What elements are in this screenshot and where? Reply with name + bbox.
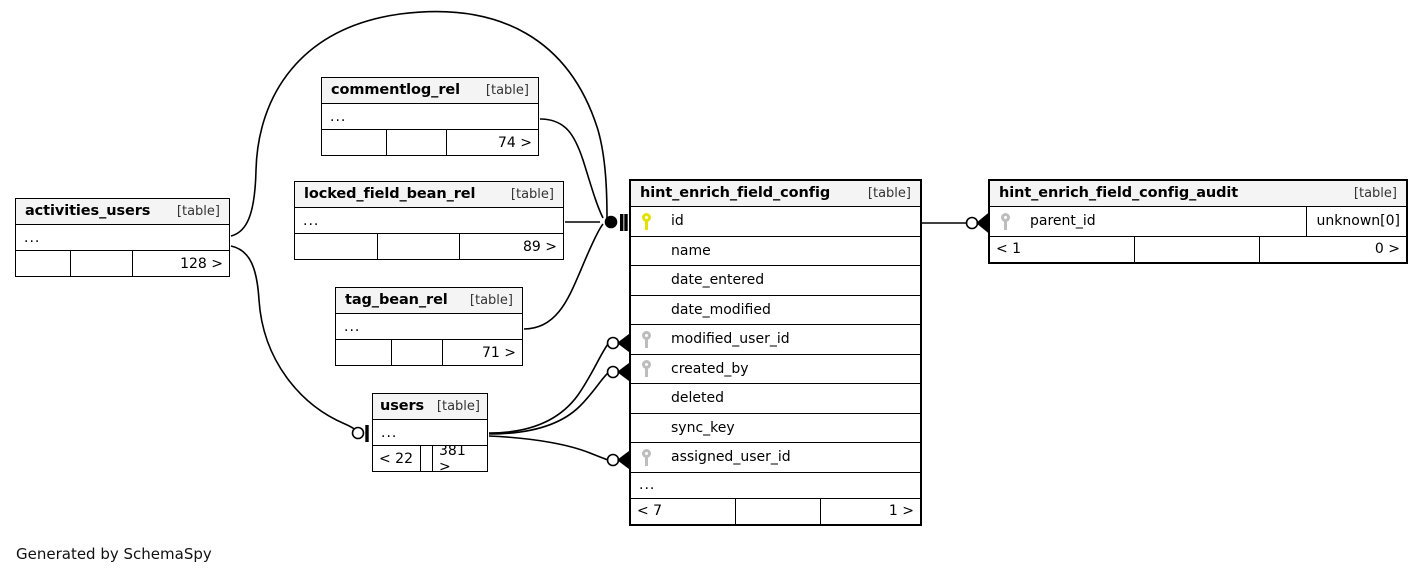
table-tag-users: [table] xyxy=(436,398,480,414)
marker-crowsfoot-audit-parent-id xyxy=(976,212,989,234)
table-header-users: users [table] xyxy=(373,394,487,420)
column-row-modified-user-id[interactable]: modified_user_id xyxy=(631,325,920,355)
marker-circle-audit-parent-id xyxy=(965,216,979,230)
table-tag-hint-enrich-field-config: [table] xyxy=(867,185,911,201)
column-row-id[interactable]: id xyxy=(631,207,920,237)
table-header-hint-enrich-field-config-audit: hint_enrich_field_config_audit [table] xyxy=(990,181,1406,207)
footer-center-tag-bean-rel xyxy=(392,340,443,365)
table-footer-activities-users: 128 > xyxy=(16,251,229,276)
column-name-assigned-user-id: assigned_user_id xyxy=(671,449,791,466)
column-name-date-modified: date_modified xyxy=(671,301,771,318)
footer-center-users xyxy=(421,446,433,471)
table-tag-hint-enrich-field-config-audit: [table] xyxy=(1353,185,1397,201)
column-name-created-by: created_by xyxy=(671,360,749,377)
table-node-users[interactable]: users [table] ... < 22 381 > xyxy=(372,393,488,472)
table-ellipsis-row-users: ... xyxy=(373,420,487,446)
marker-circle-hint-id xyxy=(604,215,618,229)
table-ellipsis-row-locked-field-bean-rel: ... xyxy=(295,208,563,234)
table-tag-activities-users: [table] xyxy=(176,203,220,219)
column-row-deleted[interactable]: deleted xyxy=(631,384,920,414)
column-name-deleted: deleted xyxy=(671,390,724,407)
table-ellipsis-row-activities-users: ... xyxy=(16,225,229,251)
column-type-parent-id: unknown[0] xyxy=(1306,207,1406,236)
table-node-activities-users[interactable]: activities_users [table] ... 128 > xyxy=(15,198,230,277)
column-row-assigned-user-id[interactable]: assigned_user_id xyxy=(631,443,920,473)
table-ellipsis-row-commentlog-rel: ... xyxy=(322,104,538,130)
edge-users-to-assigned-user-id xyxy=(488,435,609,461)
primary-key-icon xyxy=(631,212,661,230)
table-node-locked-field-bean-rel[interactable]: locked_field_bean_rel [table] ... 89 > xyxy=(294,181,564,260)
footer-center-locked-field-bean-rel xyxy=(378,234,460,259)
table-footer-commentlog-rel: 74 > xyxy=(322,130,538,155)
footer-right-tag-bean-rel: 71 > xyxy=(482,344,516,361)
footer-right-commentlog-rel: 74 > xyxy=(498,134,532,151)
table-title-commentlog-rel: commentlog_rel xyxy=(331,82,460,98)
table-title-users: users xyxy=(380,398,425,414)
footer-center-activities-users xyxy=(71,251,133,276)
column-row-name[interactable]: name xyxy=(631,236,920,266)
table-header-tag-bean-rel: tag_bean_rel [table] xyxy=(336,288,522,314)
column-row-sync-key[interactable]: sync_key xyxy=(631,413,920,443)
table-node-hint-enrich-field-config[interactable]: hint_enrich_field_config [table] id name… xyxy=(629,179,922,526)
footer-left-activities-users xyxy=(16,251,71,276)
foreign-key-icon-assigned-user-id xyxy=(631,448,661,466)
marker-bar-hint-id xyxy=(620,214,624,231)
footer-center-hint-enrich-field-config-audit xyxy=(1135,236,1260,262)
table-header-activities-users: activities_users [table] xyxy=(16,199,229,225)
footer-center-commentlog-rel xyxy=(387,130,447,155)
table-tag-locked-field-bean-rel: [table] xyxy=(510,186,554,202)
table-ellipsis-row-hint-enrich-field-config: ... xyxy=(631,472,920,499)
column-row-parent-id[interactable]: parent_id unknown[0] xyxy=(990,207,1406,237)
table-title-hint-enrich-field-config: hint_enrich_field_config xyxy=(640,185,831,201)
marker-circle-created-by xyxy=(606,365,620,379)
foreign-key-icon-parent-id xyxy=(990,212,1020,230)
table-footer-tag-bean-rel: 71 > xyxy=(336,340,522,365)
foreign-key-icon-created-by xyxy=(631,360,661,378)
marker-circle-modified-user-id xyxy=(606,336,620,350)
table-header-commentlog-rel: commentlog_rel [table] xyxy=(322,78,538,104)
footer-right-hint-enrich-field-config-audit: 0 > xyxy=(1374,241,1400,257)
table-footer-hint-enrich-field-config-audit: < 1 0 > xyxy=(990,236,1406,262)
generated-by-credit: Generated by SchemaSpy xyxy=(16,545,212,563)
footer-right-users: 381 > xyxy=(439,446,466,471)
table-title-hint-enrich-field-config-audit: hint_enrich_field_config_audit xyxy=(999,185,1239,201)
edge-users-to-created-by xyxy=(488,372,609,435)
column-name-name: name xyxy=(671,242,711,259)
table-ellipsis-row-tag-bean-rel: ... xyxy=(336,314,522,340)
footer-left-commentlog-rel xyxy=(322,130,387,155)
footer-right-locked-field-bean-rel: 89 > xyxy=(523,238,557,255)
marker-circle-assigned-user-id xyxy=(606,453,620,467)
table-title-tag-bean-rel: tag_bean_rel xyxy=(345,292,448,308)
footer-right-activities-users: 128 > xyxy=(180,255,223,272)
column-row-date-entered[interactable]: date_entered xyxy=(631,266,920,296)
column-name-sync-key: sync_key xyxy=(671,419,735,436)
column-name-id: id xyxy=(671,213,684,230)
table-footer-hint-enrich-field-config: < 7 1 > xyxy=(631,498,920,524)
footer-left-hint-enrich-field-config: < 7 xyxy=(631,498,736,524)
foreign-key-icon-modified-user-id xyxy=(631,330,661,348)
table-header-locked-field-bean-rel: locked_field_bean_rel [table] xyxy=(295,182,563,208)
table-title-activities-users: activities_users xyxy=(25,203,151,219)
table-tag-commentlog-rel: [table] xyxy=(485,82,529,98)
table-node-tag-bean-rel[interactable]: tag_bean_rel [table] ... 71 > xyxy=(335,287,523,366)
column-name-modified-user-id: modified_user_id xyxy=(671,331,790,348)
footer-center-hint-enrich-field-config xyxy=(736,498,821,524)
column-row-date-modified[interactable]: date_modified xyxy=(631,295,920,325)
footer-left-hint-enrich-field-config-audit: < 1 xyxy=(990,236,1135,262)
footer-left-locked-field-bean-rel xyxy=(295,234,378,259)
column-name-date-entered: date_entered xyxy=(671,272,765,289)
footer-right-hint-enrich-field-config: 1 > xyxy=(888,503,914,519)
table-node-commentlog-rel[interactable]: commentlog_rel [table] ... 74 > xyxy=(321,77,539,156)
column-name-parent-id: parent_id xyxy=(1030,213,1096,230)
marker-circle-users xyxy=(351,426,365,440)
table-header-hint-enrich-field-config: hint_enrich_field_config [table] xyxy=(631,181,920,207)
table-footer-locked-field-bean-rel: 89 > xyxy=(295,234,563,259)
column-row-created-by[interactable]: created_by xyxy=(631,354,920,384)
table-title-locked-field-bean-rel: locked_field_bean_rel xyxy=(304,186,476,202)
table-tag-tag-bean-rel: [table] xyxy=(469,292,513,308)
table-footer-users: < 22 381 > xyxy=(373,446,487,471)
footer-left-users: < 22 xyxy=(373,446,421,471)
table-node-hint-enrich-field-config-audit[interactable]: hint_enrich_field_config_audit [table] p… xyxy=(988,179,1408,264)
footer-left-tag-bean-rel xyxy=(336,340,392,365)
